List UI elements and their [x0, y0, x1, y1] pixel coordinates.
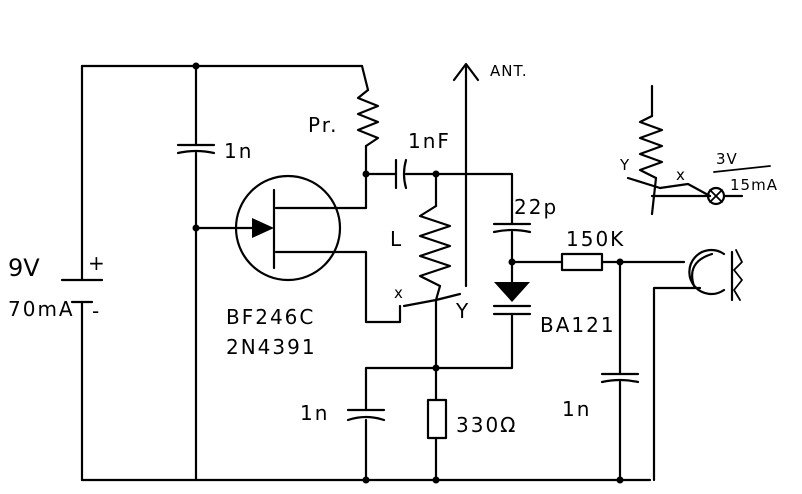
label-varicap: BA121 — [540, 313, 616, 337]
label-lamp-current: 15mA — [730, 176, 778, 194]
junction-dot — [192, 62, 200, 70]
label-lamp-voltage: 3V — [716, 150, 738, 168]
label-tap-x: x — [394, 284, 404, 302]
lamp-rating-divider — [713, 165, 771, 173]
label-cap-source: 1n — [300, 401, 329, 425]
earphone-symbol — [688, 248, 743, 302]
label-inset-x: x — [676, 166, 686, 184]
varicap-to-source-wire — [364, 312, 514, 412]
label-inset-y: Y — [619, 156, 630, 174]
label-minus: - — [92, 299, 101, 323]
inductor-coil — [418, 204, 452, 288]
capacitor-c1 — [176, 143, 216, 155]
label-supply-current: 70mA — [8, 297, 75, 321]
battery-symbol — [60, 278, 104, 304]
junction-dot — [362, 476, 370, 484]
pot-resistor-zigzag — [356, 88, 380, 148]
label-cap-output: 1n — [562, 397, 591, 421]
label-resistor-330: 330Ω — [456, 413, 517, 437]
label-resistor-150k: 150K — [566, 227, 625, 251]
label-plus: + — [88, 251, 107, 275]
pot-to-drain-wire — [274, 144, 368, 210]
capacitor-22p — [492, 222, 532, 234]
varicap-diode — [492, 282, 532, 316]
label-cap-coupling: 1nF — [408, 129, 451, 153]
tap-left-arm — [402, 298, 438, 308]
coupling-cap-to-tank — [404, 172, 514, 226]
junction-dot — [432, 476, 440, 484]
label-tap-y: Y — [455, 299, 470, 323]
label-supply-voltage: 9V — [8, 254, 40, 282]
capacitor-coupling — [394, 158, 408, 190]
label-cap-22p: 22p — [514, 195, 558, 219]
junction-dot — [362, 170, 370, 178]
label-inductor: L — [390, 227, 403, 251]
tap-right-arm — [434, 292, 462, 302]
capacitor-source — [346, 408, 386, 422]
inset-pot-lamp — [626, 84, 744, 216]
jfet-transistor — [194, 174, 402, 324]
earphone-return-wire — [652, 286, 702, 482]
label-pot: Pr. — [308, 113, 338, 137]
pot-top-wire — [360, 64, 370, 92]
resistor-330 — [426, 398, 448, 440]
label-cap-c1: 1n — [224, 139, 253, 163]
capacitor-output — [600, 372, 640, 384]
junction-dot — [616, 476, 624, 484]
inductor-to-tap-wire — [434, 284, 442, 302]
label-antenna: ANT. — [490, 62, 528, 80]
antenna-arrow — [452, 62, 480, 82]
label-transistor-type1: BF246C — [226, 305, 315, 329]
label-transistor-type2: 2N4391 — [226, 335, 317, 359]
resistor-150k — [560, 252, 604, 272]
